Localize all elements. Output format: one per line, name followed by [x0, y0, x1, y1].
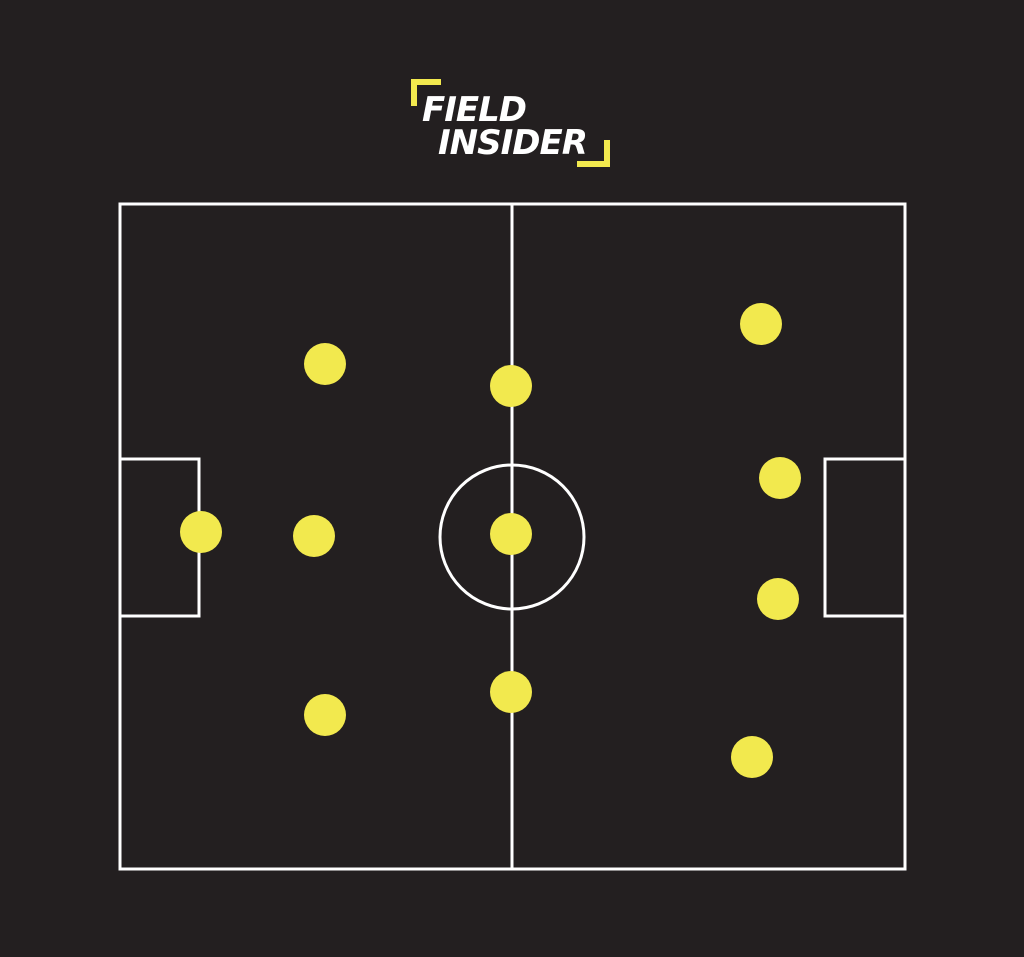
player-marker [490, 365, 532, 407]
right-penalty-box [823, 457, 907, 618]
field-insider-logo: FIELD INSIDER [405, 76, 620, 172]
player-marker [731, 736, 773, 778]
player-marker [759, 457, 801, 499]
logo-bracket-top-left [411, 79, 441, 106]
logo-line-2: INSIDER [438, 123, 587, 163]
player-marker [490, 671, 532, 713]
logo-line-1: FIELD [422, 90, 526, 130]
player-marker [490, 513, 532, 555]
player-marker [757, 578, 799, 620]
player-marker [180, 511, 222, 553]
player-marker [740, 303, 782, 345]
logo-bracket-bottom-right [577, 140, 610, 167]
player-marker [293, 515, 335, 557]
player-marker [304, 343, 346, 385]
logo-graphic: FIELD INSIDER [411, 79, 610, 167]
center-circle [438, 463, 586, 611]
player-marker [304, 694, 346, 736]
